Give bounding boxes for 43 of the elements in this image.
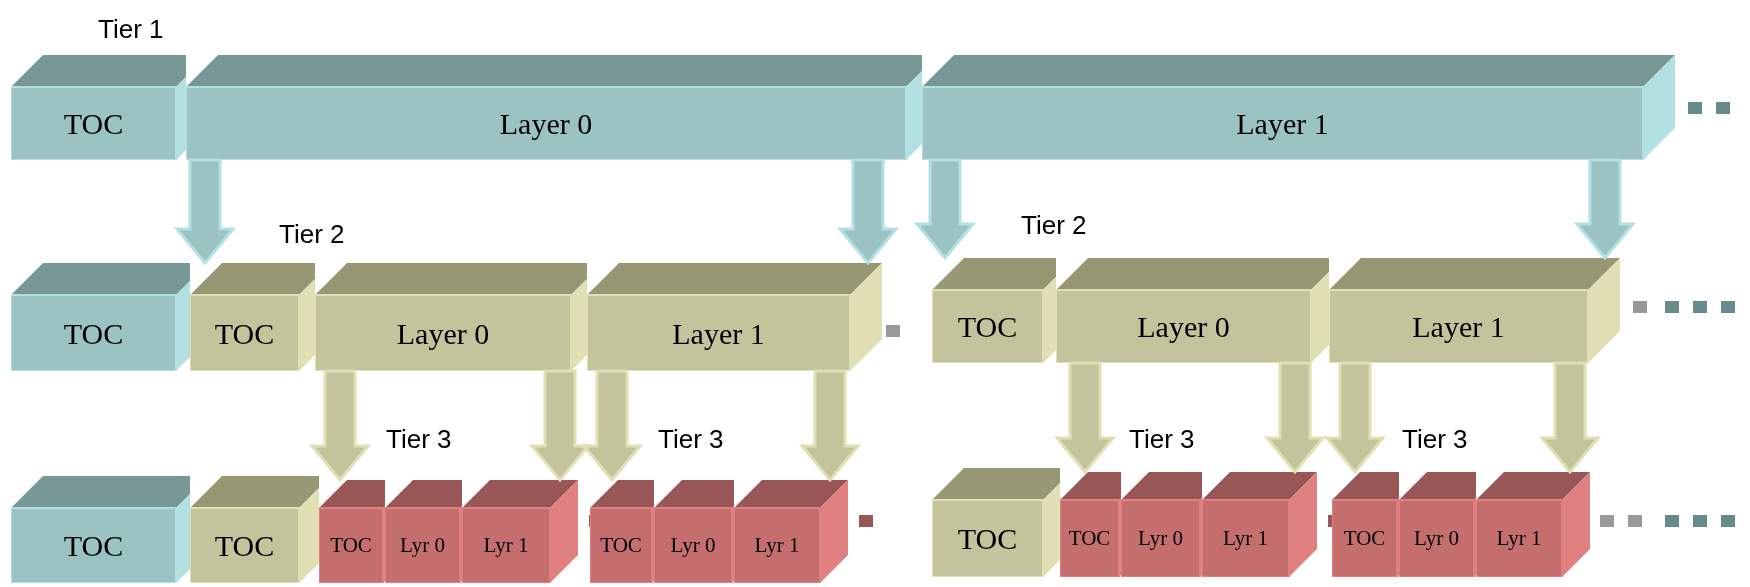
block-label: Lyr 1 bbox=[1496, 524, 1542, 552]
block-label: Layer 0 bbox=[499, 106, 593, 142]
block-label: Layer 0 bbox=[396, 315, 490, 352]
block-arrow bbox=[1323, 361, 1387, 475]
block-label: TOC bbox=[214, 315, 275, 352]
block-label: Lyr 0 bbox=[1414, 524, 1459, 552]
block-label: TOC bbox=[63, 106, 124, 142]
tier-label: Tier 2 bbox=[279, 218, 345, 251]
block-label: TOC bbox=[1343, 524, 1386, 552]
block-label: Layer 0 bbox=[1137, 309, 1230, 345]
block-label: Lyr 0 bbox=[1138, 524, 1183, 552]
block-label: TOC bbox=[957, 309, 1018, 345]
block-arrow bbox=[798, 369, 862, 483]
block-arrow bbox=[308, 369, 372, 483]
block-arrow bbox=[1053, 361, 1117, 475]
block-arrow bbox=[1263, 361, 1327, 475]
block-arrow bbox=[580, 369, 644, 483]
block-arrow bbox=[1538, 361, 1602, 475]
block-arrow bbox=[836, 158, 900, 266]
block-label: TOC bbox=[63, 528, 124, 564]
block-label: Layer 1 bbox=[672, 315, 765, 352]
block-arrow bbox=[173, 158, 237, 266]
block-label: TOC bbox=[600, 531, 642, 559]
tier-label: Tier 3 bbox=[658, 423, 724, 456]
block-label: TOC bbox=[330, 531, 372, 559]
block-label: TOC bbox=[1068, 524, 1111, 552]
tier-label: Tier 3 bbox=[386, 423, 452, 456]
block-label: TOC bbox=[214, 528, 275, 564]
tier-label: Tier 1 bbox=[98, 13, 164, 46]
block-label: Lyr 0 bbox=[400, 531, 445, 559]
block-label: Lyr 1 bbox=[1223, 524, 1268, 552]
tier-label: Tier 2 bbox=[1021, 209, 1087, 242]
block-label: TOC bbox=[63, 315, 124, 352]
tier-label: Tier 3 bbox=[1129, 423, 1195, 456]
block-label: Layer 1 bbox=[1412, 309, 1505, 345]
tier-label: Tier 3 bbox=[1402, 423, 1468, 456]
block-arrow bbox=[913, 158, 977, 261]
block-label: Lyr 1 bbox=[754, 531, 800, 559]
block-label: Layer 1 bbox=[1236, 106, 1329, 142]
block-label: TOC bbox=[957, 521, 1018, 557]
block-label: Lyr 0 bbox=[670, 531, 716, 559]
block-label: Lyr 1 bbox=[483, 531, 529, 559]
block-arrow bbox=[1573, 158, 1637, 261]
